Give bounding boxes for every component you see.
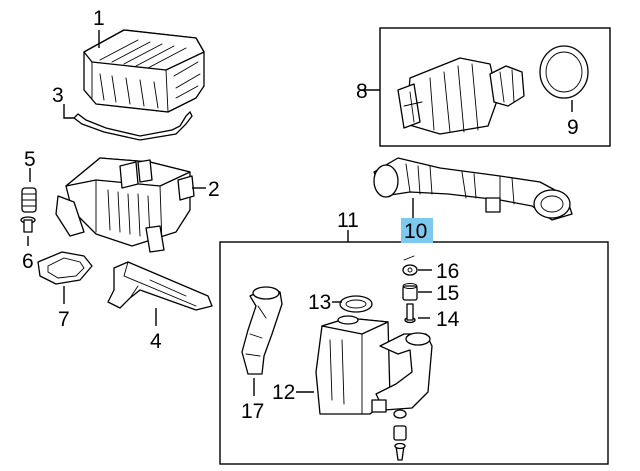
intake-tube-icon[interactable] (373, 157, 573, 221)
callout-13[interactable]: 13 (308, 291, 331, 314)
seal-ring-icon[interactable] (339, 295, 373, 313)
grommet-icon[interactable] (393, 425, 407, 441)
air-cleaner-cover-icon[interactable] (83, 29, 205, 113)
callout-8[interactable]: 8 (356, 80, 368, 103)
seal-ring-icon[interactable] (37, 251, 93, 285)
mounting-bracket-icon[interactable] (107, 261, 213, 311)
washer-icon[interactable] (393, 409, 407, 419)
callout-15[interactable]: 15 (436, 282, 459, 305)
air-cleaner-case-icon[interactable] (55, 157, 195, 253)
resonator-chamber-icon[interactable] (315, 315, 433, 415)
callout-12[interactable]: 12 (272, 381, 295, 404)
callout-3[interactable]: 3 (52, 84, 64, 107)
callout-14[interactable]: 14 (436, 308, 460, 331)
callout-2[interactable]: 2 (208, 178, 220, 201)
duct-icon[interactable] (241, 286, 283, 375)
callout-6[interactable]: 6 (22, 250, 34, 273)
mount-grommet-icon[interactable] (21, 187, 37, 213)
callout-1[interactable]: 1 (93, 7, 105, 30)
callout-17[interactable]: 17 (241, 400, 264, 423)
leader-lines (27, 30, 573, 396)
callout-7[interactable]: 7 (58, 308, 70, 331)
callout-highlight (401, 218, 433, 243)
bolt-icon[interactable] (404, 303, 416, 324)
resonator-group-frame (379, 27, 611, 147)
bolt-icon[interactable] (394, 442, 406, 461)
gasket-seal-icon[interactable] (73, 110, 193, 141)
callout-5[interactable]: 5 (24, 148, 36, 171)
grommet-icon[interactable] (402, 283, 418, 301)
callout-16[interactable]: 16 (436, 260, 459, 283)
callout-4[interactable]: 4 (150, 330, 162, 353)
callout-9[interactable]: 9 (567, 116, 579, 139)
callout-10[interactable]: 10 (404, 220, 427, 243)
o-ring-icon[interactable] (539, 45, 589, 99)
bolt-icon[interactable] (20, 216, 36, 233)
resonator-assembly-icon[interactable] (397, 57, 525, 135)
washer-icon[interactable] (402, 255, 418, 276)
callout-11[interactable]: 11 (337, 209, 359, 232)
